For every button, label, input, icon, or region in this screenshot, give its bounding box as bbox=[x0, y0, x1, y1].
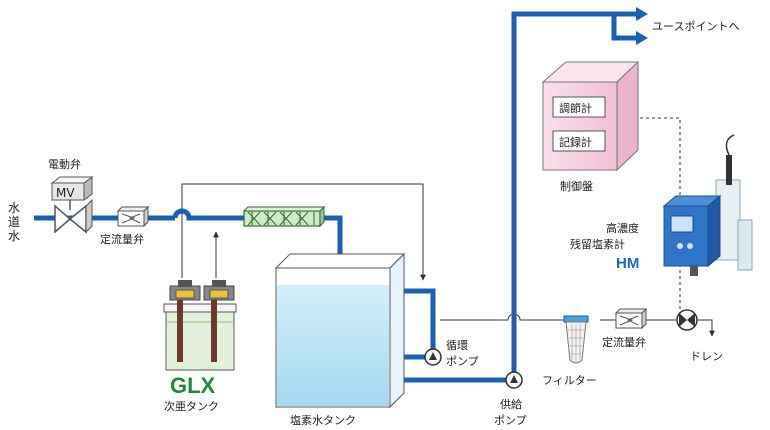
use-point-arrow-2 bbox=[636, 31, 648, 45]
supply-pump: 供給 ポンプ bbox=[494, 371, 527, 427]
valve-body-left bbox=[54, 204, 72, 234]
glx-feed-line bbox=[181, 183, 426, 281]
valve-body-right bbox=[68, 204, 87, 234]
circ-pump: 循環 ポンプ bbox=[424, 339, 479, 368]
circ-pump-label-1: 循環 bbox=[446, 339, 468, 352]
hm-analyzer: 高濃度 残留塩素計 HM bbox=[570, 134, 753, 276]
signal-line bbox=[640, 117, 681, 318]
flow-valve-1: 定流量弁 bbox=[100, 205, 150, 246]
raw-water-char-2: 道 bbox=[8, 215, 20, 229]
recorder-label: 記録計 bbox=[559, 135, 592, 149]
hm-brand: HM bbox=[616, 255, 639, 272]
flow-valve-1-label: 定流量弁 bbox=[100, 232, 144, 246]
raw-water-char-1: 水 bbox=[8, 201, 20, 215]
glx-pump-2 bbox=[203, 280, 235, 301]
controller-box bbox=[552, 96, 606, 118]
glx-brand: GLX bbox=[170, 373, 216, 398]
motor-valve: 電動弁 MV bbox=[48, 157, 94, 234]
recorder-box bbox=[552, 130, 606, 152]
brine-tank-label: 塩素水タンク bbox=[290, 413, 356, 427]
control-panel-label: 制御盤 bbox=[560, 179, 593, 193]
supply-pump-label-2: ポンプ bbox=[494, 414, 527, 427]
riser-pipe bbox=[511, 11, 636, 373]
supply-pump-label-1: 供給 bbox=[500, 397, 522, 411]
circ-pipe bbox=[400, 288, 436, 350]
glx-tank-label: 次亜タンク bbox=[164, 399, 219, 413]
drain-valve: ドレン bbox=[676, 309, 723, 363]
static-mixer bbox=[242, 205, 326, 228]
flow-valve-2: 定流量弁 bbox=[602, 307, 648, 349]
raw-water-char-3: 水 bbox=[8, 229, 20, 243]
hm-name-1: 高濃度 bbox=[606, 221, 639, 235]
sample-line bbox=[440, 313, 570, 321]
use-point-arrow-1 bbox=[636, 7, 648, 21]
control-panel: 調節計 記録計 制御盤 bbox=[541, 60, 640, 193]
inlet-pipe-hop bbox=[172, 208, 343, 262]
drain-line bbox=[698, 319, 715, 337]
hm-name-2: 残留塩素計 bbox=[570, 237, 625, 251]
mv-label: MV bbox=[56, 186, 75, 200]
raw-water-label: 水 道 水 bbox=[8, 201, 20, 243]
use-point-pipe bbox=[611, 14, 636, 41]
motor-valve-label: 電動弁 bbox=[48, 157, 81, 171]
circ-pump-label-2: ポンプ bbox=[446, 355, 479, 368]
filter: フィルター bbox=[542, 315, 597, 387]
flow-valve-2-label: 定流量弁 bbox=[602, 335, 646, 349]
glx-pump-1 bbox=[169, 280, 201, 301]
filter-label: フィルター bbox=[542, 374, 597, 387]
drain-label: ドレン bbox=[690, 350, 723, 363]
use-point-label: ユースポイントへ bbox=[652, 20, 739, 33]
glx-tank: GLX 次亜タンク bbox=[163, 280, 237, 413]
controller-label: 調節計 bbox=[559, 101, 592, 115]
brine-tank: 塩素水タンク bbox=[274, 252, 406, 427]
